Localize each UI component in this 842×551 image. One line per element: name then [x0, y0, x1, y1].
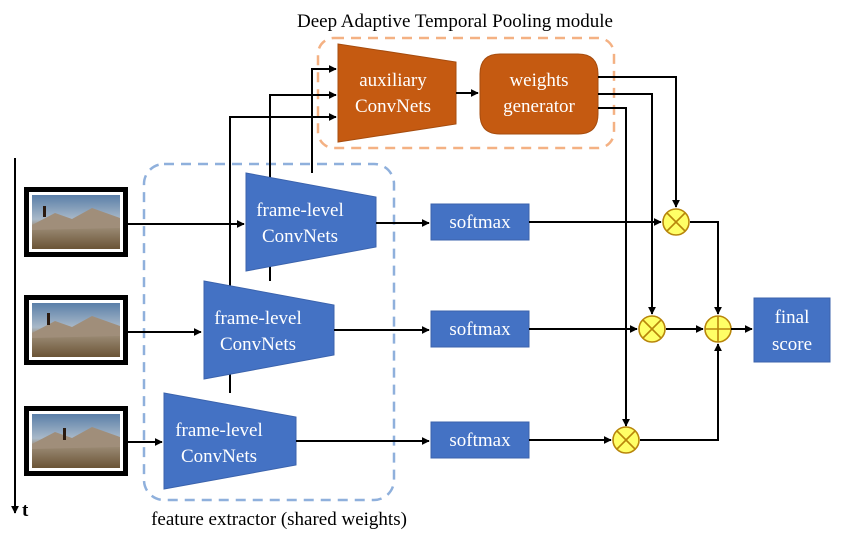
weights-line2: generator	[503, 96, 575, 117]
auxiliary-convnets: auxiliary ConvNets	[337, 43, 457, 143]
softmax-1: softmax	[430, 203, 530, 241]
final-score: final score	[753, 297, 831, 363]
frame-convnet-2: frame-level ConvNets	[203, 280, 335, 380]
video-frame-1	[24, 187, 128, 257]
softmax-3: softmax	[430, 421, 530, 459]
frame-convnet-1-line2: ConvNets	[262, 226, 338, 247]
multiply-operator-1	[662, 208, 690, 236]
multiply-operator-2	[638, 315, 666, 343]
video-frame-3	[24, 406, 128, 476]
module-title: Deep Adaptive Temporal Pooling module	[297, 11, 613, 32]
weights-generator: weights generator	[479, 53, 599, 135]
softmax-1-label: softmax	[449, 212, 511, 233]
weights-line1: weights	[509, 70, 568, 91]
final-score-line1: final	[775, 307, 810, 328]
multiply-operator-3	[612, 426, 640, 454]
frame-convnet-1: frame-level ConvNets	[245, 172, 377, 272]
frame-convnet-1-line1: frame-level	[256, 200, 344, 221]
softmax-3-label: softmax	[449, 430, 511, 451]
feature-path-1	[311, 65, 337, 173]
arrow-mult3-sum	[640, 343, 722, 441]
frame-convnet-3: frame-level ConvNets	[163, 392, 297, 490]
frame-convnet-3-line1: frame-level	[175, 420, 263, 441]
frame-convnet-2-line1: frame-level	[214, 308, 302, 329]
auxiliary-line2: ConvNets	[355, 96, 431, 117]
time-axis-label: t	[22, 500, 29, 521]
softmax-2-label: softmax	[449, 319, 511, 340]
feature-extractor-label: feature extractor (shared weights)	[151, 509, 407, 530]
frame-convnet-3-line2: ConvNets	[181, 446, 257, 467]
auxiliary-line1: auxiliary	[359, 70, 427, 91]
weight-path-1	[598, 76, 680, 208]
frame-convnet-2-line2: ConvNets	[220, 334, 296, 355]
video-frame-2	[24, 295, 128, 365]
arrow-mult1-sum	[690, 221, 722, 315]
weight-path-3	[598, 107, 630, 427]
final-score-line2: score	[772, 334, 812, 355]
softmax-2: softmax	[430, 310, 530, 348]
sum-operator	[704, 315, 732, 343]
weight-path-2	[598, 93, 656, 315]
